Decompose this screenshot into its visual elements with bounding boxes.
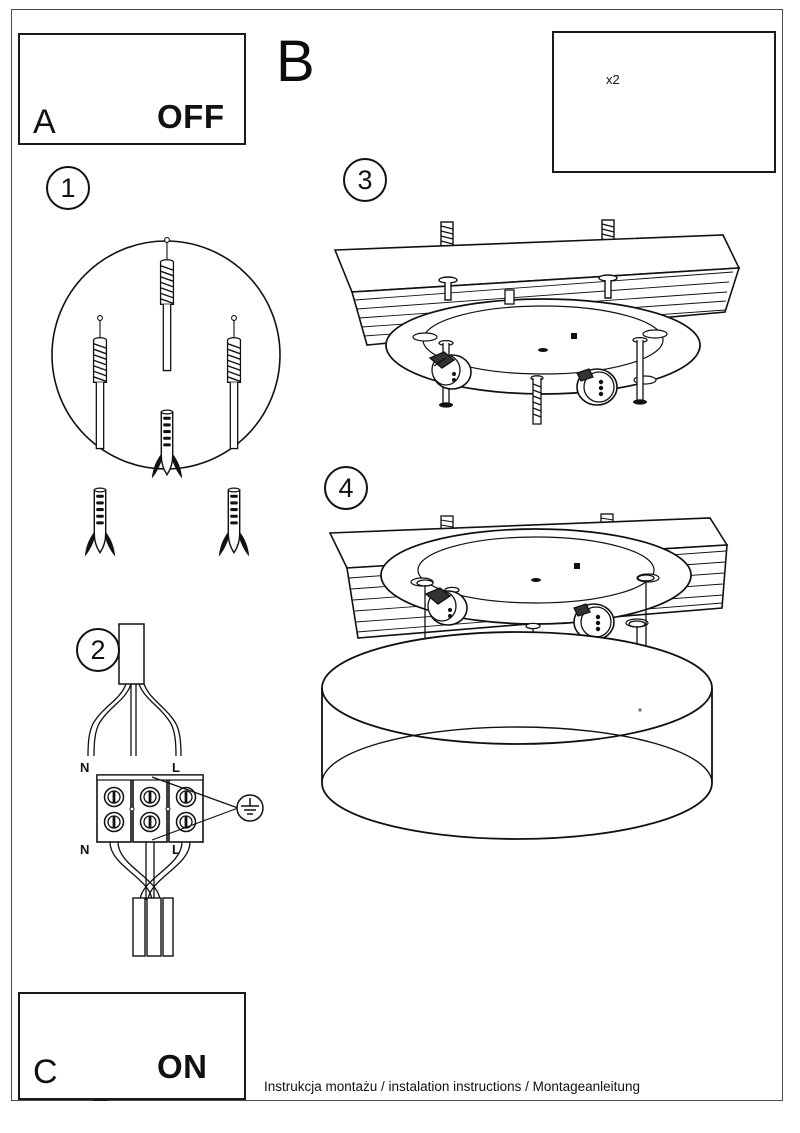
tools-panel-box <box>552 31 776 173</box>
section-b-label: B <box>276 29 315 94</box>
anchor-quantity-label: x2 <box>606 72 620 87</box>
step-3-number: 3 <box>343 158 387 202</box>
terminal-label-n-top: N <box>80 760 90 775</box>
terminal-label-l-top: L <box>172 760 180 775</box>
terminal-label-n-bottom: N <box>80 842 90 857</box>
panel-c-letter: C <box>33 1053 58 1091</box>
terminal-label-l-bottom: L <box>172 842 180 857</box>
step-4-number: 4 <box>324 466 368 510</box>
panel-a-letter: A <box>33 103 56 141</box>
footer-line-1: Instrukcja montażu / instalation instruc… <box>264 1079 640 1094</box>
panel-a-box <box>18 33 246 145</box>
step-1-number: 1 <box>46 166 90 210</box>
panel-c-on-label: ON <box>157 1048 208 1085</box>
panel-a-off-label: OFF <box>157 98 225 135</box>
page-border <box>11 9 783 1101</box>
panel-c-box <box>18 992 246 1100</box>
footer-instructions: Instrukcja montażu / instalation instruc… <box>264 1034 640 1133</box>
step-2-number: 2 <box>76 628 120 672</box>
